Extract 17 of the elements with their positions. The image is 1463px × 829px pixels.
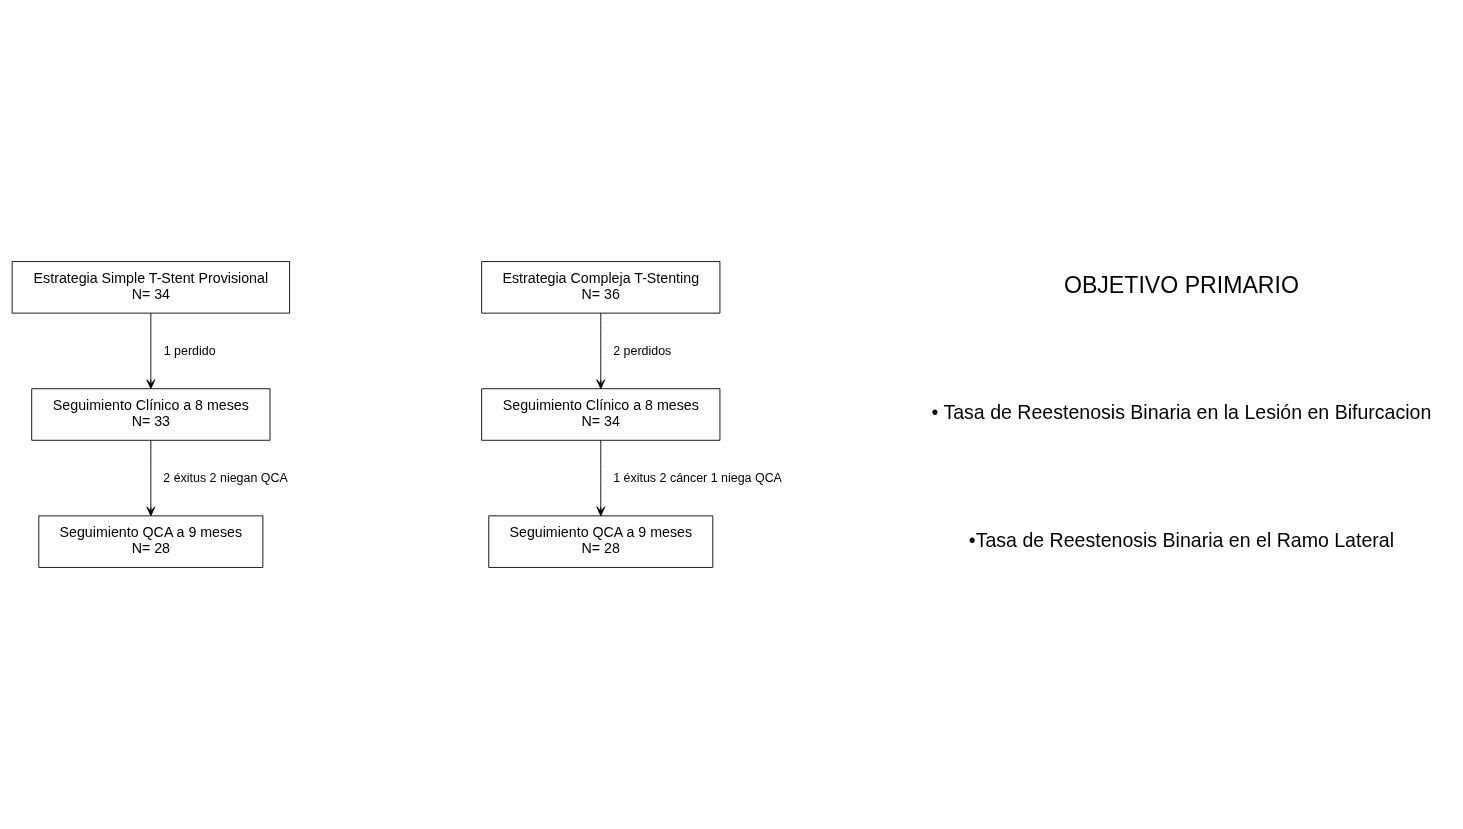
label: OBJETIVO PRIMARIO (1063, 271, 1299, 298)
node-box: Seguimiento QCA a 9 meses N= 28 (488, 515, 714, 568)
arrow (596, 312, 606, 390)
edge-label: 1 perdido (163, 343, 216, 358)
node-box: Estrategia Simple T-Stent Provisional N= 34 (11, 261, 290, 314)
node-box: Seguimiento Clínico a 8 meses N= 33 (31, 388, 271, 441)
edge-label: 1 éxitus 2 cáncer 1 niega QCA (613, 470, 782, 485)
arrow (596, 440, 606, 517)
node-box: Seguimiento QCA a 9 meses N= 28 (38, 515, 264, 568)
edge-label: 2 perdidos (613, 343, 672, 358)
label: •Tasa de Reestenosis Binaria en el Ramo Lateral (968, 528, 1395, 551)
node-box: Estrategia Compleja T-Stenting N= 36 (481, 261, 721, 314)
label: • Tasa de Reestenosis Binaria en la Lesión en Bifurcacion (931, 401, 1432, 424)
node-box: Seguimiento Clínico a 8 meses N= 34 (481, 388, 721, 441)
edge-label: 2 éxitus 2 niegan QCA (163, 470, 288, 485)
arrow (146, 440, 156, 517)
arrow (146, 312, 156, 390)
